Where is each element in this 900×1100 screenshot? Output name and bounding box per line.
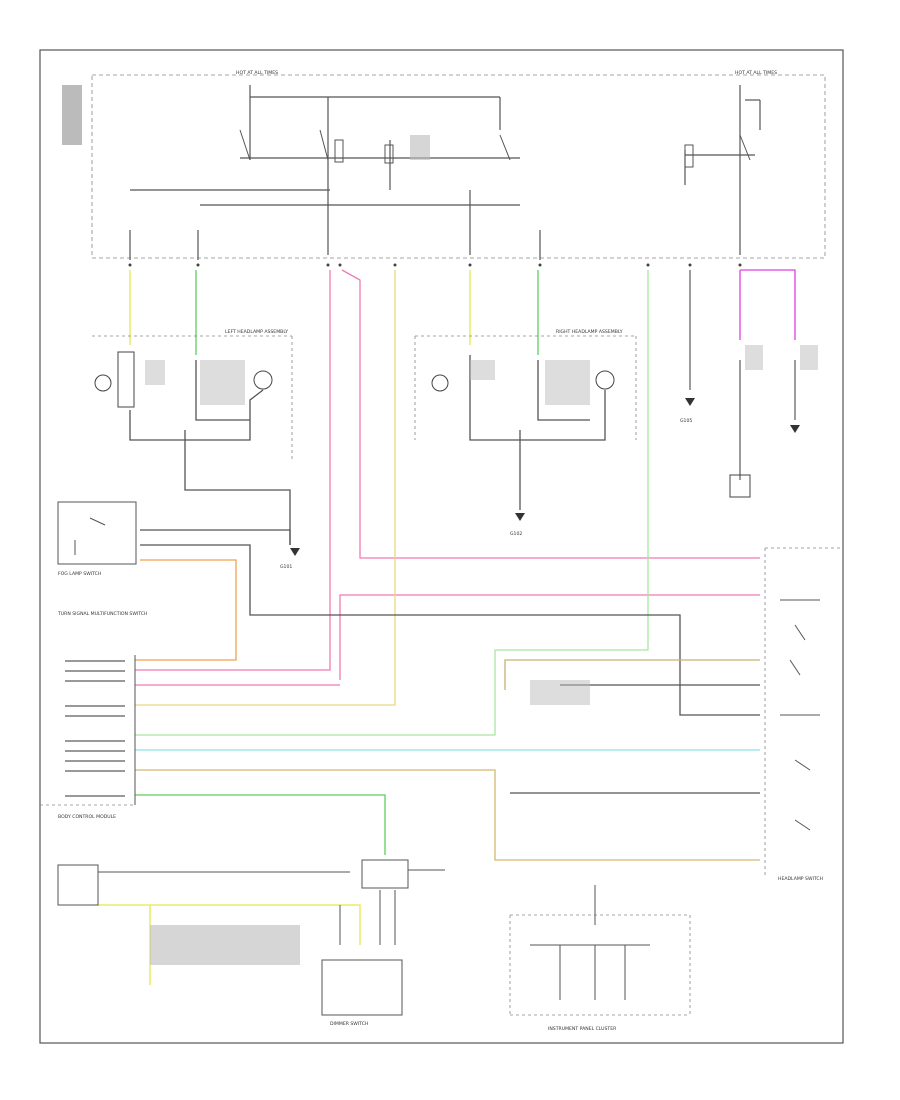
fuse-block-outline bbox=[91, 74, 826, 259]
wire-green-bcm bbox=[135, 794, 386, 855]
wire-magenta-1 bbox=[339, 594, 760, 680]
cluster-bulbs bbox=[559, 945, 626, 1000]
left-bottom-module bbox=[57, 864, 99, 906]
wire-pink-2 bbox=[341, 269, 760, 559]
left-headlamp-ground-wire bbox=[129, 389, 264, 441]
right-headlamp-ground-wire bbox=[469, 355, 606, 441]
wire-orange bbox=[135, 559, 237, 661]
wire-lightgreen-1 bbox=[135, 270, 649, 736]
left-high-beam-icon bbox=[253, 370, 273, 390]
right-high-beam-icon bbox=[595, 370, 615, 390]
wire-yellow-bottom bbox=[95, 904, 361, 945]
wire-tan-1 bbox=[135, 270, 396, 706]
left-headlamp-bulb-box bbox=[117, 351, 135, 408]
wire-pink-1 bbox=[135, 270, 331, 671]
wire-dark-trailer bbox=[140, 529, 291, 545]
turn-signal-label: TURN SIGNAL MULTIFUNCTION SWITCH bbox=[57, 611, 147, 617]
connector-dots bbox=[128, 263, 742, 267]
left-low-beam-icon bbox=[94, 374, 112, 392]
ground-label-right: G102 bbox=[510, 531, 522, 537]
bcm-label: BODY CONTROL MODULE bbox=[58, 814, 116, 820]
left-headlamp-ground-run bbox=[184, 430, 291, 545]
fog-lamp-switch-box bbox=[57, 501, 137, 565]
headlamp-switch-label: HEADLAMP SWITCH bbox=[778, 876, 823, 882]
fuse-label-left: HOT AT ALL TIMES bbox=[236, 70, 278, 76]
left-headlamp-label: LEFT HEADLAMP ASSEMBLY bbox=[225, 329, 288, 335]
wire-magenta-right bbox=[740, 269, 796, 340]
diagram-frame bbox=[39, 49, 844, 1044]
headlamp-switch-contacts bbox=[780, 599, 820, 831]
fuse-block-bus bbox=[129, 85, 761, 260]
fuse-label-right: HOT AT ALL TIMES bbox=[735, 70, 777, 76]
ground-label-left: G101 bbox=[280, 564, 292, 570]
right-low-beam-icon bbox=[431, 374, 449, 392]
ground-icon-795 bbox=[790, 425, 800, 433]
junction-drops bbox=[339, 890, 396, 945]
left-headlamp-feed bbox=[195, 360, 250, 421]
right-ground-icon bbox=[515, 513, 525, 521]
wire-dark-long bbox=[140, 544, 760, 716]
right-headlamp-feed bbox=[537, 360, 590, 421]
instrument-cluster-label: INSTRUMENT PANEL CLUSTER bbox=[548, 1026, 617, 1032]
right-lamp-box bbox=[729, 474, 751, 498]
text-blocks bbox=[62, 85, 818, 965]
ground-icon-690 bbox=[685, 398, 695, 406]
center-junction-box bbox=[361, 859, 409, 889]
right-headlamp-label: RIGHT HEADLAMP ASSEMBLY bbox=[556, 329, 623, 335]
dimmer-box bbox=[321, 959, 403, 1016]
relay-symbols bbox=[239, 129, 751, 168]
dimmer-label: DIMMER SWITCH bbox=[330, 1021, 368, 1027]
ground-label-c: G105 bbox=[680, 418, 692, 424]
wire-olive-1 bbox=[504, 659, 760, 690]
fog-lamp-switch-label: FOG LAMP SWITCH bbox=[58, 571, 101, 577]
left-ground-icon bbox=[290, 548, 300, 556]
bcm-pin-labels bbox=[65, 660, 125, 797]
wire-tan-long bbox=[135, 769, 760, 861]
